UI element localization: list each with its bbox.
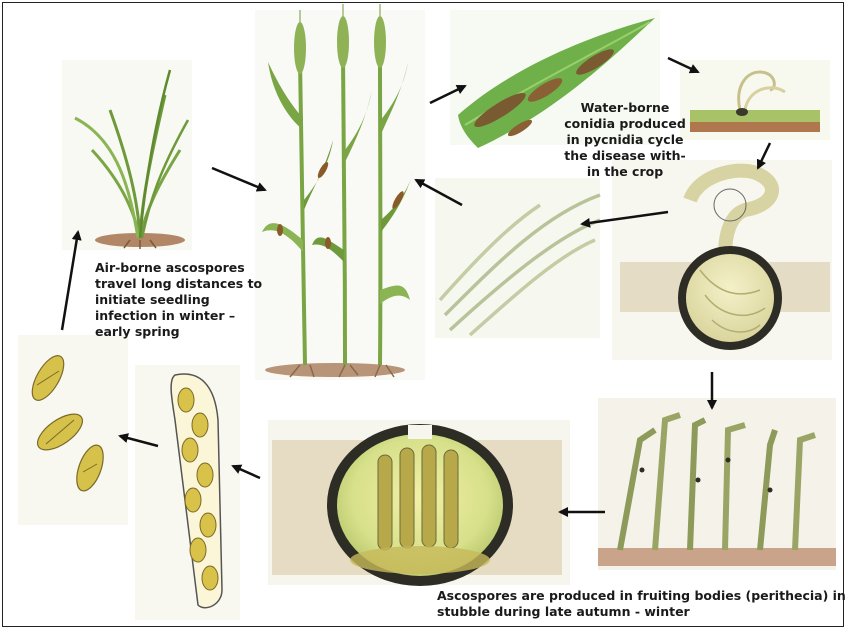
caption-line: in pycnidia cycle xyxy=(560,132,690,148)
seedling-illustration xyxy=(62,60,192,250)
caption-water-borne-conidia: Water-borne conidia produced in pycnidia… xyxy=(560,100,690,180)
caption-line: initiate seedling xyxy=(95,292,265,308)
pycnidium-section-illustration xyxy=(612,160,832,360)
caption-line: conidia produced xyxy=(560,116,690,132)
pycnidium-surface-illustration xyxy=(680,60,830,140)
ascospores-illustration xyxy=(18,335,128,525)
caption-line: Ascospores are produced in fruiting bodi… xyxy=(437,588,837,604)
caption-line: the disease with- xyxy=(560,148,690,164)
ascus-illustration xyxy=(135,365,240,620)
caption-line: infection in winter – xyxy=(95,308,265,324)
caption-ascospores-produced: Ascospores are produced in fruiting bodi… xyxy=(437,588,837,620)
caption-line: stubble during late autumn - winter xyxy=(437,604,837,620)
perithecium-illustration xyxy=(268,420,570,585)
caption-line: travel long distances to xyxy=(95,276,265,292)
mature-wheat-illustration xyxy=(255,4,425,380)
conidia-illustration xyxy=(435,178,600,338)
caption-line: in the crop xyxy=(560,164,690,180)
caption-air-borne-ascospores: Air-borne ascospores travel long distanc… xyxy=(95,260,265,340)
stubble-illustration xyxy=(598,398,836,570)
caption-line: Air-borne ascospores xyxy=(95,260,265,276)
caption-line: Water-borne xyxy=(560,100,690,116)
caption-line: early spring xyxy=(95,324,265,340)
